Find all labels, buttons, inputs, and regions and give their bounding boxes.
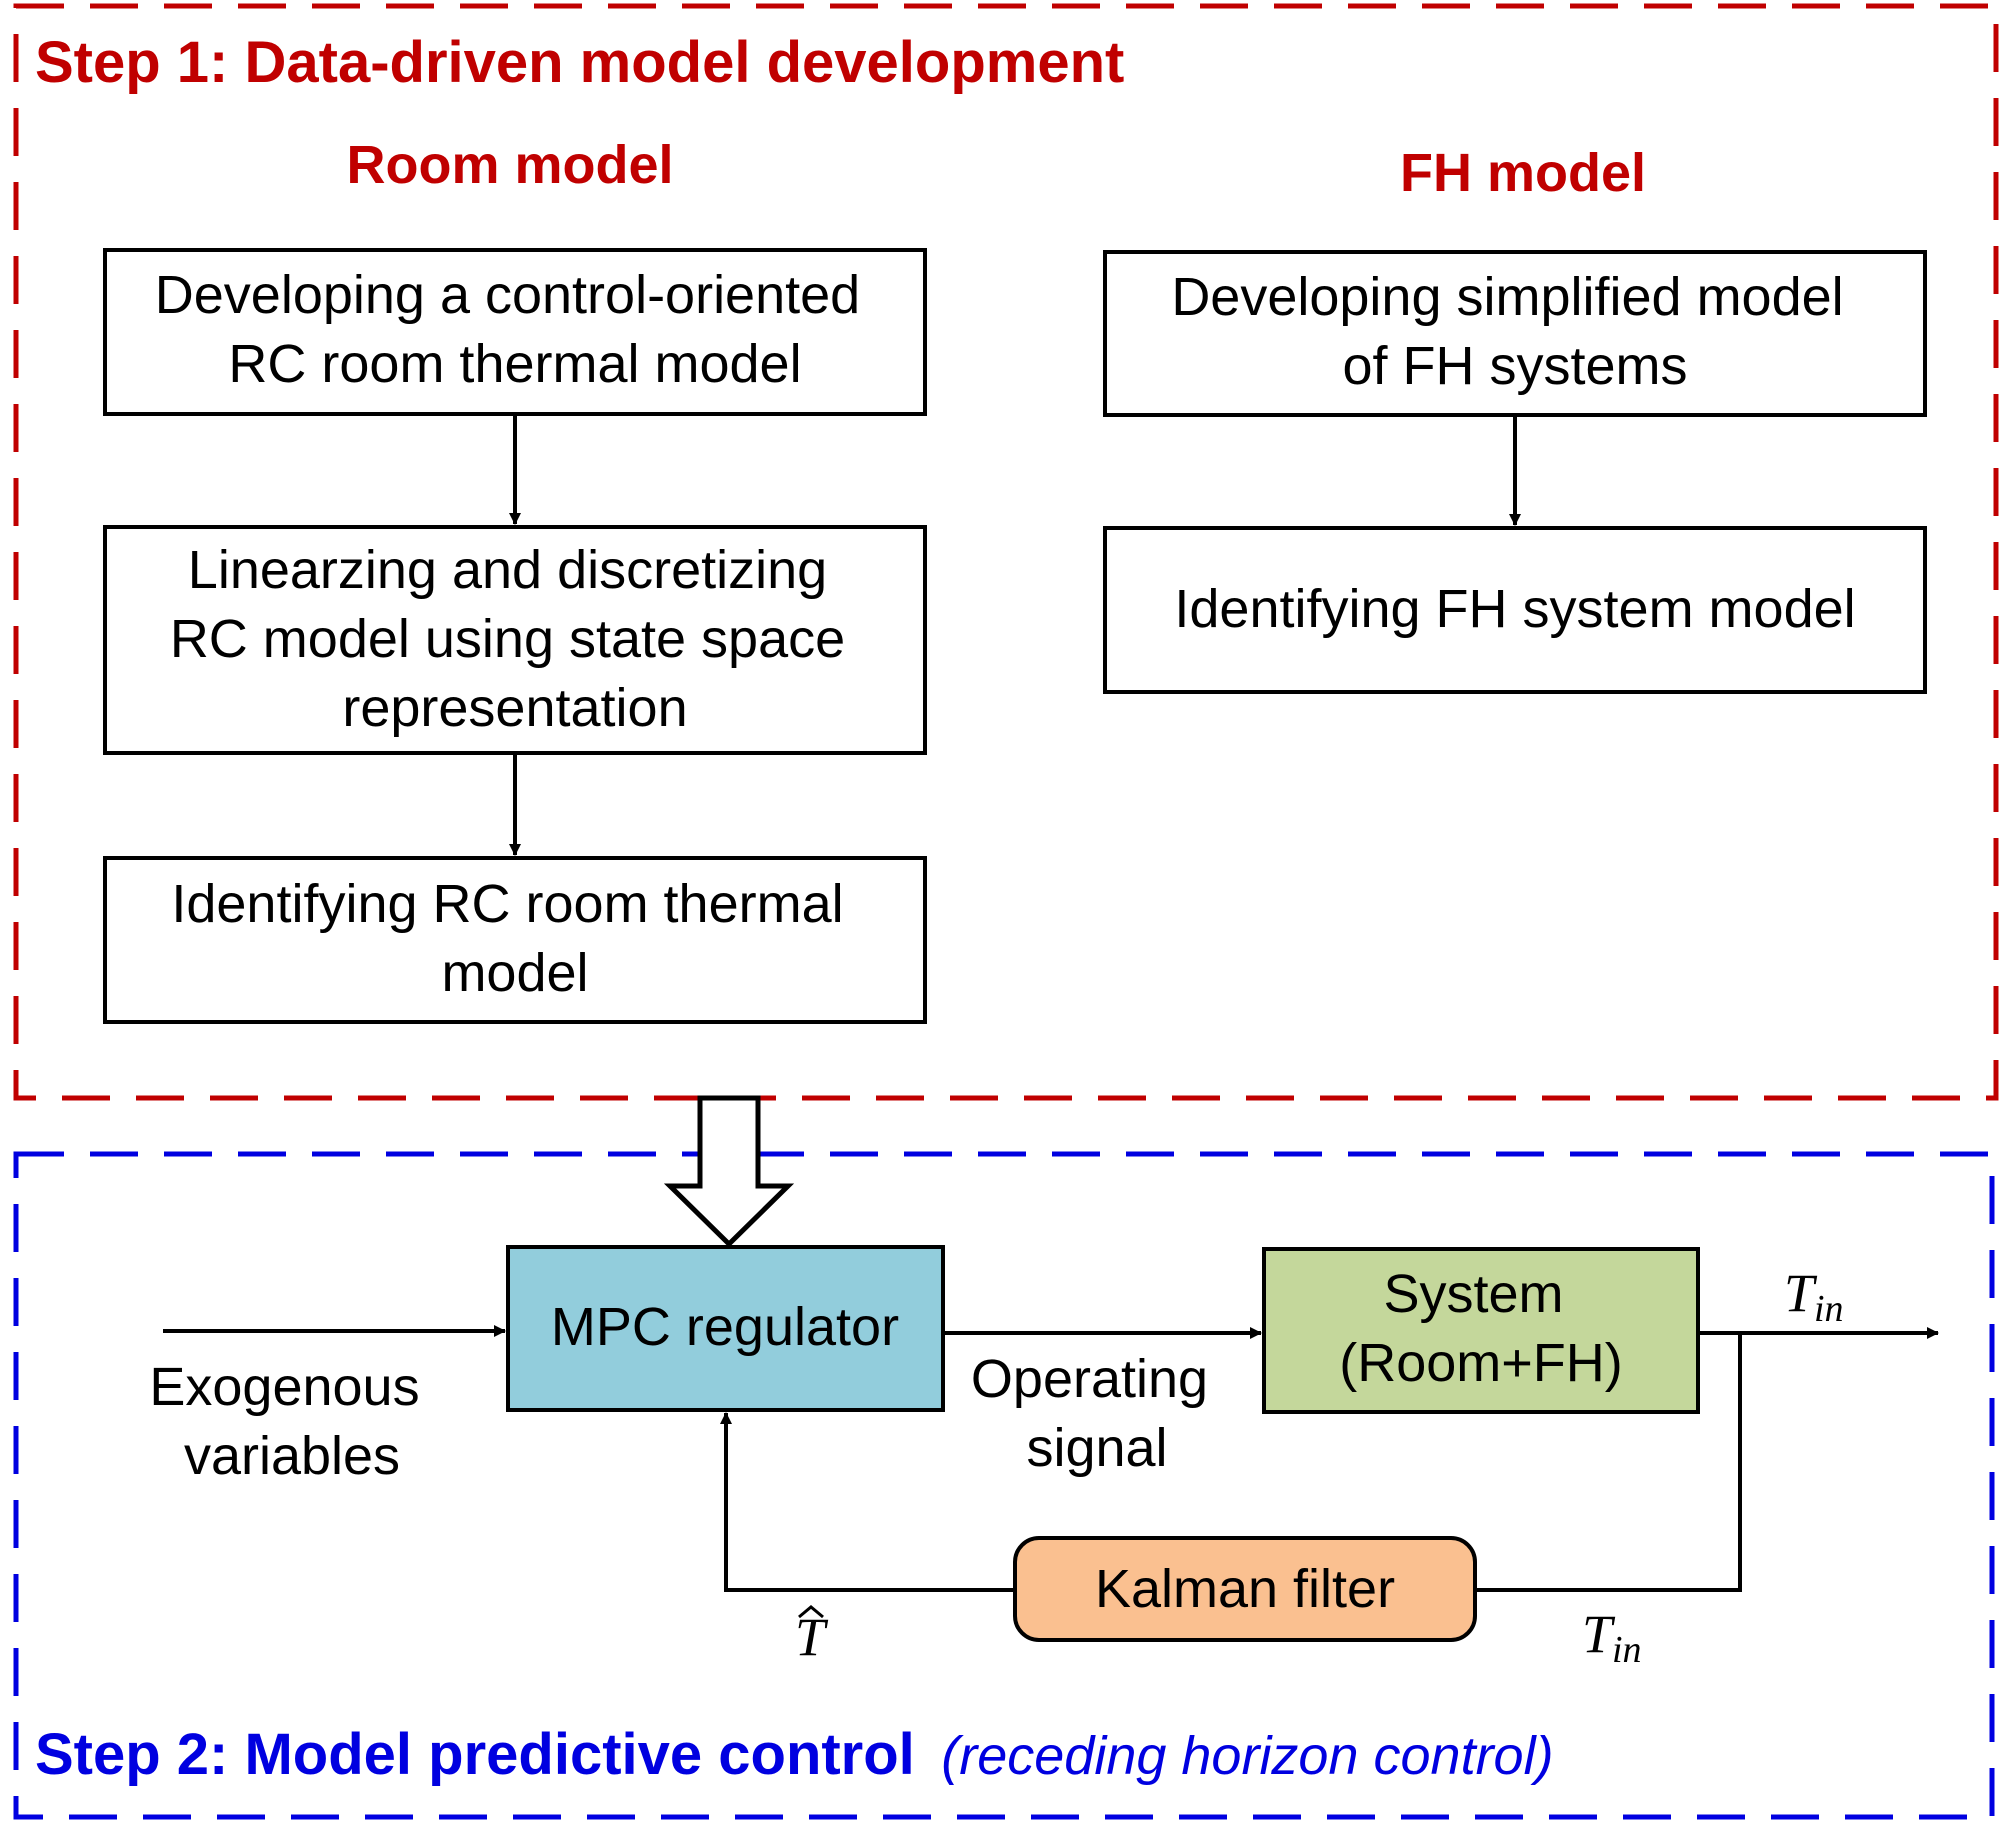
fh-box-develop-line-1: Developing simplified model: [1171, 267, 1843, 327]
svg-text:Identifying RC room thermal: Identifying RC room thermal model: [171, 874, 858, 1003]
room-box-linearize-line-3: representation: [342, 678, 687, 738]
fh-box-develop: Developing simplified model of FH system…: [1103, 250, 1927, 417]
svg-text:System (Room+FH): System (Room+FH): [1339, 1264, 1623, 1393]
operating-label-line-2: signal: [1026, 1418, 1167, 1478]
tin-feedback-label: T in: [1582, 1604, 1642, 1671]
fh-box-develop-line-2: of FH systems: [1342, 336, 1687, 396]
step1-title: Step 1: Data-driven model development: [35, 30, 1124, 95]
svg-text:in: in: [1612, 1629, 1642, 1671]
kalman-filter-block: Kalman filter: [1013, 1536, 1477, 1642]
mpc-regulator-label: MPC regulator: [551, 1297, 899, 1357]
system-label-line-1: System: [1383, 1264, 1563, 1324]
fh-box-identify: Identifying FH system model: [1103, 526, 1927, 694]
step2-subtitle: (receding horizon control): [941, 1726, 1553, 1786]
t-hat-label: T: [795, 1605, 829, 1667]
room-model-heading: Room model: [346, 135, 673, 195]
operating-label-line-1: Operating: [971, 1349, 1208, 1409]
room-box-identify-line-1: Identifying RC room thermal: [171, 874, 843, 934]
system-label-line-2: (Room+FH): [1339, 1333, 1623, 1393]
room-box-identify-line-2: model: [441, 943, 588, 1003]
svg-text:in: in: [1814, 1288, 1844, 1330]
svg-text:T: T: [1784, 1263, 1818, 1323]
exogenous-label-line-2: variables: [184, 1426, 400, 1486]
svg-text:Identifying FH system model: Identifying FH system model: [1174, 579, 1855, 639]
room-box-develop: Developing a control-oriented RC room th…: [103, 248, 927, 416]
room-box-develop-line-2: RC room thermal model: [228, 334, 801, 394]
svg-text:Developing simplified model: Developing simplified model of FH system…: [1171, 267, 1858, 396]
hat-accent: [798, 1605, 824, 1619]
kalman-filter-label: Kalman filter: [1095, 1559, 1395, 1619]
step2-frame: [13, 1151, 1995, 1820]
step2-title: Step 2: Model predictive control: [35, 1722, 915, 1787]
exogenous-label-line-1: Exogenous: [149, 1357, 419, 1417]
svg-text:Exogenous variables: Exogenous variables: [149, 1357, 434, 1486]
step2-title-line: Step 2: Model predictive control (recedi…: [35, 1722, 1554, 1787]
room-box-identify: Identifying RC room thermal model: [103, 856, 927, 1024]
fh-model-heading: FH model: [1400, 143, 1646, 203]
step1-frame: [13, 3, 1999, 1101]
room-box-linearize: Linearzing and discretizing RC model usi…: [103, 525, 927, 755]
feedback-line-right: [1475, 1333, 1742, 1592]
system-block: System (Room+FH): [1262, 1247, 1700, 1414]
room-box-linearize-line-2: RC model using state space: [170, 609, 845, 669]
svg-text:Developing a control-oriented: Developing a control-oriented RC room th…: [155, 265, 875, 394]
mpc-regulator-block: MPC regulator: [506, 1245, 945, 1412]
feedback-line-left: [720, 1412, 1015, 1592]
room-box-linearize-line-1: Linearzing and discretizing: [188, 540, 827, 600]
svg-text:Linearzing and discretizing: Linearzing and discretizing RC model usi…: [170, 540, 860, 738]
svg-text:T: T: [1582, 1604, 1616, 1664]
svg-text:Operating signal: Operating signal: [971, 1349, 1223, 1478]
transfer-arrow: [663, 1095, 795, 1248]
tin-output-label: T in: [1784, 1263, 1844, 1330]
room-box-develop-line-1: Developing a control-oriented: [155, 265, 860, 325]
fh-box-identify-line-1: Identifying FH system model: [1174, 579, 1855, 639]
